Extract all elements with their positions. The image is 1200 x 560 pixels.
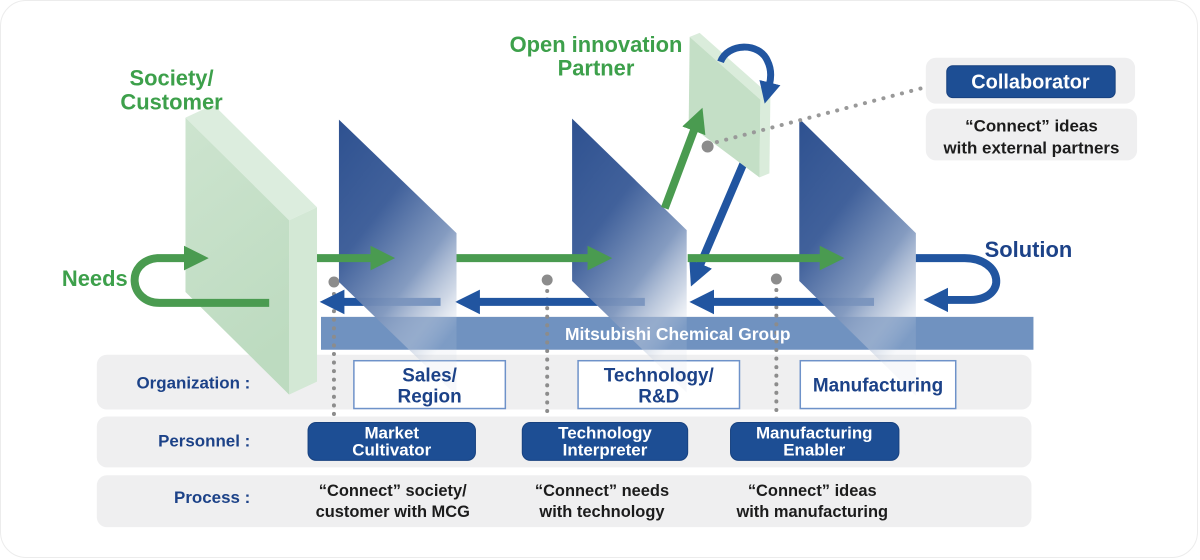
manufacturing-enabler-badge (730, 421, 900, 461)
collaborator-label: Collaborator (971, 72, 1090, 94)
technology-interpreter-line1: Technology (558, 423, 652, 442)
manufacturing-panel (799, 118, 916, 396)
society-customer-label-line2: Customer (120, 90, 223, 115)
society-panel-side-face (289, 207, 318, 395)
market-cultivator-line1: Market (364, 423, 419, 442)
technology-interpreter-badge (521, 421, 689, 461)
process-item2-line1: “Connect” needs (535, 482, 669, 500)
process-item3-line1: “Connect” ideas (748, 482, 877, 500)
mcg-bar-label: Mitsubishi Chemical Group (565, 324, 791, 344)
process-item1-line2: customer with MCG (316, 503, 470, 521)
mcg-to-partner-arrow (661, 107, 706, 210)
needs-arrows (130, 107, 845, 307)
organization-row-bg (96, 354, 1032, 410)
market-cultivator-badge (307, 421, 476, 461)
organization-row-label: Organization : (136, 374, 250, 393)
needs-label: Needs (62, 266, 128, 291)
society-panel-front-face (185, 117, 290, 395)
organization-box-technology-rd (577, 359, 741, 410)
connector-dots (328, 273, 782, 288)
sales-region-label-line1: Sales/ (402, 366, 457, 387)
process-row: Process : “Connect” society/ customer wi… (174, 482, 888, 521)
technology-rd-label-line2: R&D (638, 387, 679, 408)
process-item1-line1: “Connect” society/ (319, 482, 467, 500)
technology-rd-panel (572, 118, 687, 393)
collaborator-desc-line2: with external partners (943, 138, 1120, 157)
open-innovation-label-line1: Open innovation (510, 32, 683, 57)
market-cultivator-line2: Cultivator (352, 440, 431, 459)
technology-rd-label-line1: Technology/ (604, 366, 715, 387)
sales-region-label-line2: Region (398, 387, 462, 408)
collaborator-desc-box (925, 108, 1138, 161)
open-innovation-label-line2: Partner (558, 56, 635, 81)
solution-label: Solution (985, 237, 1073, 262)
solution-loop-arrow (915, 254, 1001, 313)
partner-to-mcg-arrow (689, 154, 751, 287)
header-labels: Society/ Customer Open innovation Partne… (62, 32, 1072, 291)
manufacturing-label: Manufacturing (813, 376, 943, 397)
dot-collaborator (701, 140, 714, 153)
dotted-line-collaborator (705, 81, 941, 147)
dot-sales (328, 276, 340, 288)
process-item3-line2: with manufacturing (735, 503, 888, 521)
dotted-connectors (331, 287, 779, 420)
organization-box-manufacturing (799, 359, 957, 410)
partner-panel-front-face (688, 36, 761, 178)
process-item2-line2: with technology (538, 503, 665, 521)
process-row-label: Process : (174, 488, 250, 507)
collaborator-desc-line1: “Connect” ideas (965, 117, 1098, 136)
collaborator-badge (946, 65, 1116, 99)
society-customer-panel (185, 104, 318, 395)
partner-panel-side-face (759, 95, 771, 178)
open-innovation-panel (688, 32, 771, 178)
organization-boxes (353, 359, 957, 410)
organization-row: Organization : Sales/ Region Technology/… (136, 366, 943, 408)
personnel-row-label: Personnel : (158, 431, 250, 450)
collaborator-callout: Collaborator “Connect” ideas with extern… (925, 57, 1138, 161)
sales-region-panel (338, 119, 457, 396)
needs-loop-arrow (130, 245, 270, 307)
personnel-row: Personnel : Market Cultivator Technology… (158, 421, 900, 461)
technology-interpreter-line2: Interpreter (563, 440, 648, 459)
partner-loop-arrow (717, 43, 781, 104)
dot-manufacturing (770, 273, 782, 285)
manufacturing-enabler-line1: Manufacturing (756, 423, 873, 442)
society-panel-top-face (185, 104, 318, 221)
partner-panel-top-face (689, 32, 771, 100)
process-row-bg (96, 475, 1032, 528)
dot-technology (541, 274, 553, 286)
society-customer-label-line1: Society/ (130, 66, 214, 91)
manufacturing-enabler-line2: Enabler (783, 440, 845, 459)
